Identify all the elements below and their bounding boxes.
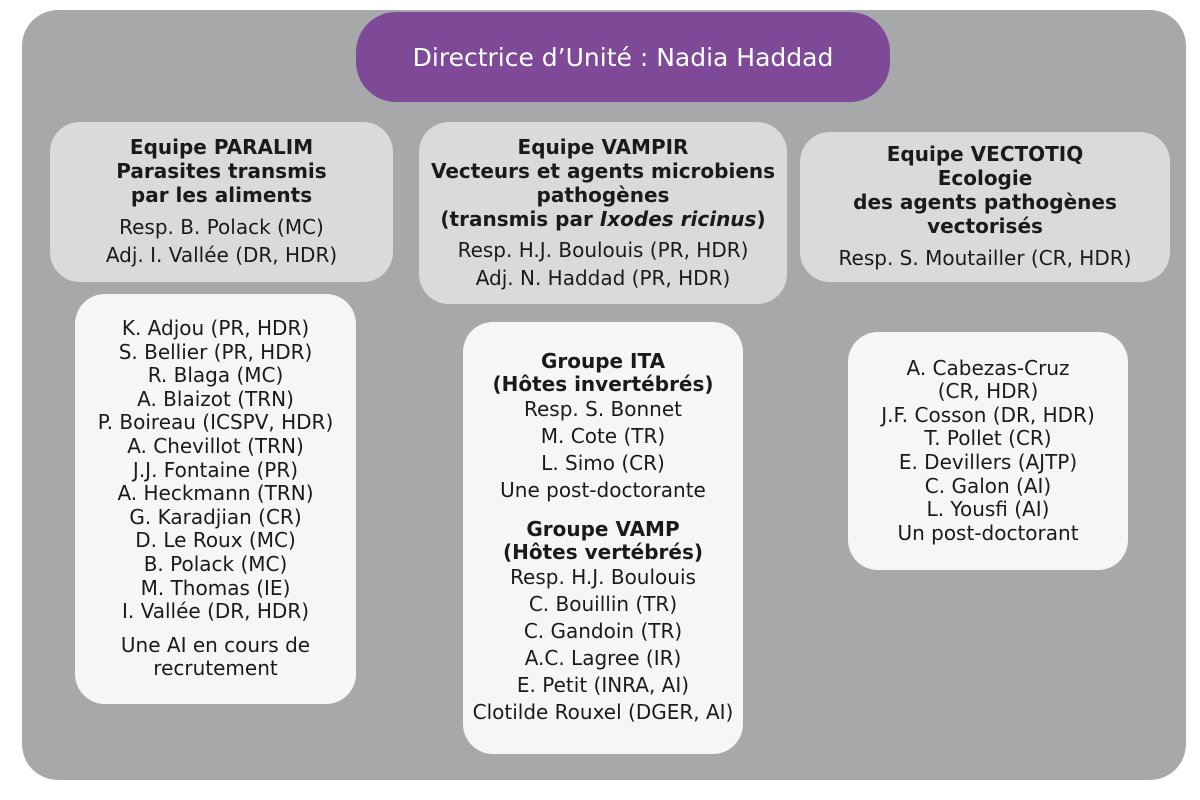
member: Une post-doctorante [500, 478, 706, 502]
member: M. Thomas (IE) [140, 575, 291, 600]
member: D. Le Roux (MC) [135, 528, 296, 553]
team-paralim-lead: Resp. B. Polack (MC) [119, 215, 324, 239]
team-vampir-box: Equipe VAMPIR Vecteurs et agents microbi… [419, 122, 787, 304]
team-paralim-subtitle-line: Parasites transmis [116, 159, 327, 183]
member: Clotilde Rouxel (DGER, AI) [472, 700, 734, 724]
team-vampir-deputy: Adj. N. Haddad (PR, HDR) [475, 265, 731, 290]
group-ita-name: Groupe ITA [540, 349, 666, 373]
member: E. Devillers (AJTP) [898, 450, 1078, 474]
member: G. Karadjian (CR) [129, 504, 302, 529]
team-paralim-deputy: Adj. I. Vallée (DR, HDR) [105, 243, 338, 267]
team-paralim-members-box: K. Adjou (PR, HDR) S. Bellier (PR, HDR) … [75, 294, 356, 704]
member: T. Pollet (CR) [924, 426, 1052, 451]
member: E. Petit (INRA, AI) [516, 673, 690, 697]
member: R. Blaga (MC) [147, 363, 284, 388]
member: I. Vallée (DR, HDR) [121, 599, 310, 624]
team-vectotiq-subtitle-line: Ecologie [937, 166, 1033, 190]
member: S. Bellier (PR, HDR) [118, 339, 313, 364]
member: C. Gandoin (TR) [523, 619, 683, 643]
member: P. Boireau (ICSPV, HDR) [97, 410, 334, 435]
member: C. Bouillin (TR) [528, 592, 678, 616]
team-vectotiq-subtitle-line: des agents pathogènes [853, 190, 1117, 214]
member: C. Galon (AI) [924, 473, 1052, 498]
member: K. Adjou (PR, HDR) [121, 316, 310, 341]
member: B. Polack (MC) [143, 551, 288, 576]
team-paralim-name: Equipe PARALIM [129, 135, 314, 159]
team-vampir-name: Equipe VAMPIR [517, 134, 689, 159]
team-vectotiq-name: Equipe VECTOTIQ [886, 142, 1084, 166]
member: A. Heckmann (TRN) [117, 481, 314, 506]
member: (CR, HDR) [937, 379, 1039, 404]
team-paralim-subtitle-line: par les aliments [130, 183, 313, 207]
team-vampir-vector-line: (transmis par Ixodes ricinus) [440, 207, 765, 231]
team-vampir-subtitle-line: pathogènes [536, 182, 670, 207]
member: A. Chevillot (TRN) [127, 434, 304, 459]
member: J.J. Fontaine (PR) [132, 457, 299, 482]
team-paralim-box: Equipe PARALIM Parasites transmis par le… [50, 122, 393, 282]
member: Resp. S. Bonnet [524, 397, 682, 421]
team-vectotiq-lead: Resp. S. Moutailler (CR, HDR) [838, 246, 1132, 270]
vector-paren-close: ) [756, 206, 766, 231]
team-vectotiq-members-box: A. Cabezas-Cruz (CR, HDR) J.F. Cosson (D… [848, 332, 1128, 570]
director-label: Directrice d’Unité : Nadia Haddad [412, 42, 834, 72]
member: J.F. Cosson (DR, HDR) [881, 402, 1095, 427]
director-box: Directrice d’Unité : Nadia Haddad [356, 12, 890, 102]
vector-paren-open: (transmis par [440, 206, 600, 231]
group-vamp-name: Groupe VAMP [526, 517, 680, 541]
group-vamp-hosts: (Hôtes vertébrés) [503, 540, 703, 564]
member: A.C. Lagree (IR) [524, 646, 682, 670]
group-ita-hosts: (Hôtes invertébrés) [492, 372, 714, 396]
team-vectotiq-subtitle-line: vectorisés [927, 214, 1043, 238]
member: L. Simo (CR) [541, 451, 665, 475]
team-vampir-lead: Resp. H.J. Boulouis (PR, HDR) [457, 237, 749, 262]
team-vampir-subtitle-line: Vecteurs et agents microbiens [430, 158, 776, 183]
recruitment-note: recrutement [153, 656, 278, 681]
member: A. Cabezas-Cruz [906, 355, 1070, 380]
team-vampir-groups-box: Groupe ITA (Hôtes invertébrés) Resp. S. … [463, 322, 743, 754]
member: L. Yousfi (AI) [926, 497, 1050, 522]
vector-species: Ixodes ricinus [599, 206, 757, 231]
team-vectotiq-box: Equipe VECTOTIQ Ecologie des agents path… [800, 132, 1170, 282]
member: Resp. H.J. Boulouis [510, 565, 696, 589]
member: Un post-doctorant [897, 520, 1079, 545]
recruitment-note: Une AI en cours de [120, 632, 311, 657]
member: A. Blaizot (TRN) [137, 386, 294, 411]
member: M. Cote (TR) [540, 424, 666, 448]
